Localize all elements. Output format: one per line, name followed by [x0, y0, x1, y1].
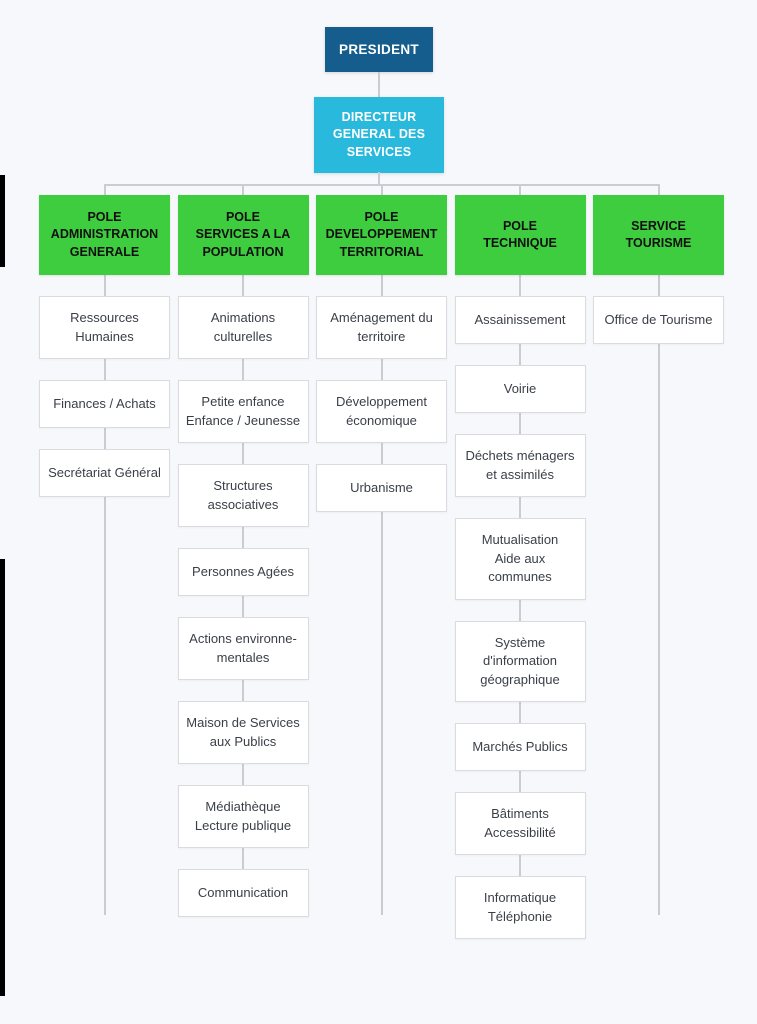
connector-line [103, 184, 106, 915]
department-header: POLE TECHNIQUE [454, 195, 586, 275]
org-node: Personnes Agées [177, 548, 309, 596]
scan-artifact-bar [0, 559, 5, 996]
director-general-box: DIRECTEUR GENERAL DES SERVICES [314, 97, 444, 173]
column-technique: POLE TECHNIQUE Assainissement Voirie Déc… [454, 184, 586, 939]
column-developpement-territorial: POLE DEVELOPPEMENT TERRITORIAL Aménageme… [316, 184, 447, 939]
org-node: Assainissement [454, 296, 586, 344]
org-node: Urbanisme [316, 464, 447, 512]
org-node: Maison de Services aux Publics [177, 701, 309, 764]
connector-line [657, 184, 660, 915]
org-node: Aménagement du territoire [316, 296, 447, 359]
column-services-population: POLE SERVICES A LA POPULATION Animations… [177, 184, 309, 939]
org-node: Actions environne- mentales [177, 617, 309, 680]
org-node: Déchets ménagers et assimilés [454, 434, 586, 497]
org-node: Système d'information géographique [454, 620, 586, 702]
org-node: Mutualisation Aide aux communes [454, 518, 586, 600]
scan-artifact-bar [0, 175, 5, 267]
department-header: SERVICE TOURISME [593, 195, 724, 275]
connector-line [380, 184, 383, 915]
connector-line [378, 172, 380, 184]
org-node: Bâtiments Accessibilité [454, 792, 586, 855]
column-administration-generale: POLE ADMINISTRATION GENERALE Ressources … [39, 184, 170, 939]
connector-line [378, 72, 380, 97]
org-node: Médiathèque Lecture publique [177, 785, 309, 848]
org-node: Petite enfance Enfance / Jeunesse [177, 380, 309, 443]
org-node: Structures associatives [177, 464, 309, 527]
department-columns: POLE ADMINISTRATION GENERALE Ressources … [0, 184, 757, 939]
org-node: Office de Tourisme [593, 296, 724, 344]
org-node: Informatique Téléphonie [454, 876, 586, 939]
org-node: Animations culturelles [177, 296, 309, 359]
org-node: Secrétariat Général [39, 449, 170, 497]
org-node: Communication [177, 869, 309, 917]
org-node: Développement économique [316, 380, 447, 443]
president-box: PRESIDENT [325, 27, 433, 72]
department-header: POLE ADMINISTRATION GENERALE [39, 195, 170, 275]
column-tourisme: SERVICE TOURISME Office de Tourisme [593, 184, 724, 939]
org-node: Marchés Publics [454, 723, 586, 771]
org-node: Voirie [454, 365, 586, 413]
department-header: POLE SERVICES A LA POPULATION [177, 195, 309, 275]
org-node: Ressources Humaines [39, 296, 170, 359]
org-node: Finances / Achats [39, 380, 170, 428]
department-header: POLE DEVELOPPEMENT TERRITORIAL [316, 195, 447, 275]
